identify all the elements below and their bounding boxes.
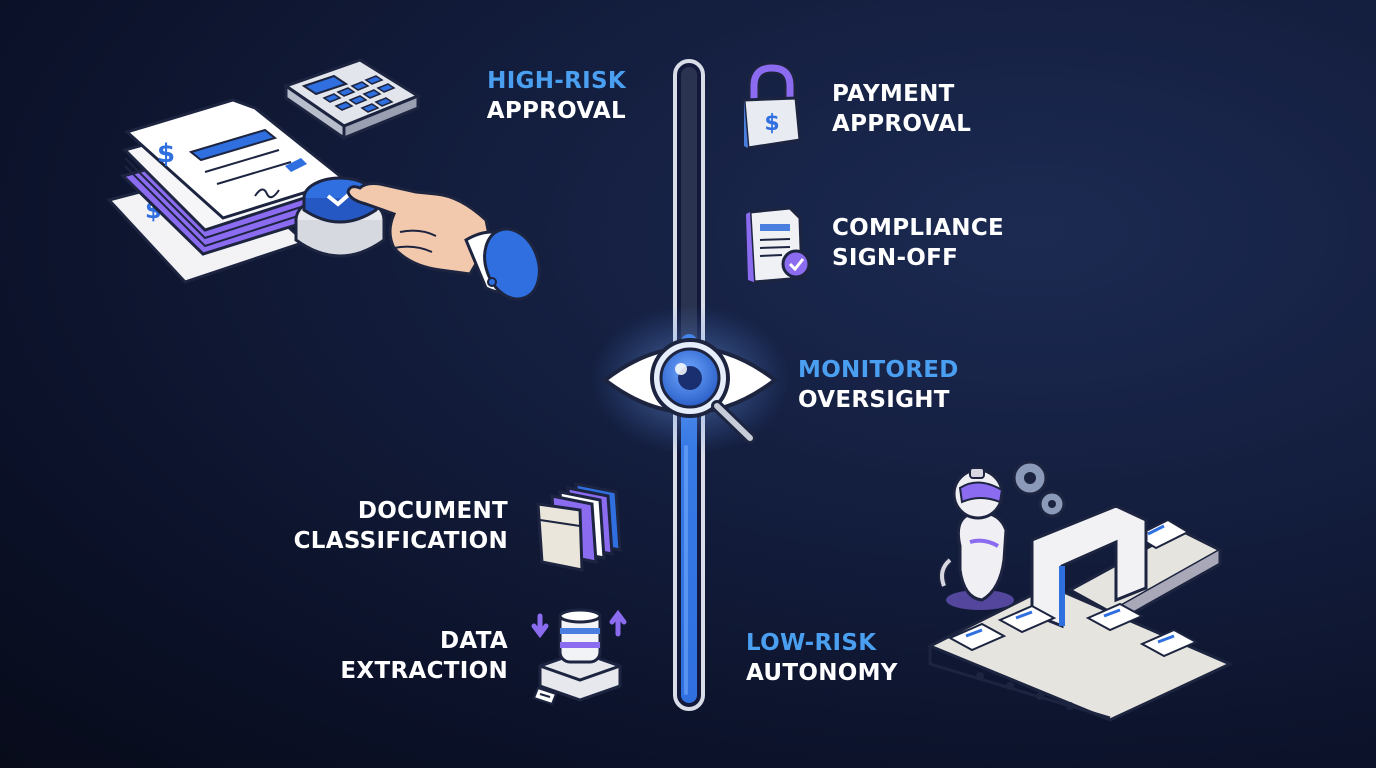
label-low-risk-autonomy: LOW-RISK AUTONOMY [746, 630, 898, 686]
data-extraction-icon [531, 608, 627, 706]
eye-magnifier-icon [590, 305, 790, 455]
robot-conveyor-icon [926, 460, 1234, 722]
label-monitored-oversight: MONITORED OVERSIGHT [798, 357, 959, 413]
label-data-extraction: DATA EXTRACTION [340, 628, 508, 684]
label-payment-approval: PAYMENT APPROVAL [832, 81, 972, 137]
approve-button-hand-icon [294, 176, 541, 301]
compliance-document-icon [746, 206, 811, 284]
gear-icon [1012, 460, 1066, 518]
label-high-risk-approval: HIGH-RISK APPROVAL [486, 68, 626, 124]
document-folders-icon [536, 482, 622, 572]
label-compliance-sign-off: COMPLIANCE SIGN-OFF [832, 215, 1005, 271]
label-document-classification: DOCUMENT CLASSIFICATION [293, 498, 508, 554]
svg-text:$: $ [157, 139, 175, 169]
svg-text:$: $ [764, 111, 779, 136]
dollar-lock-icon: $ [742, 61, 802, 150]
calculator-icon [282, 58, 422, 141]
